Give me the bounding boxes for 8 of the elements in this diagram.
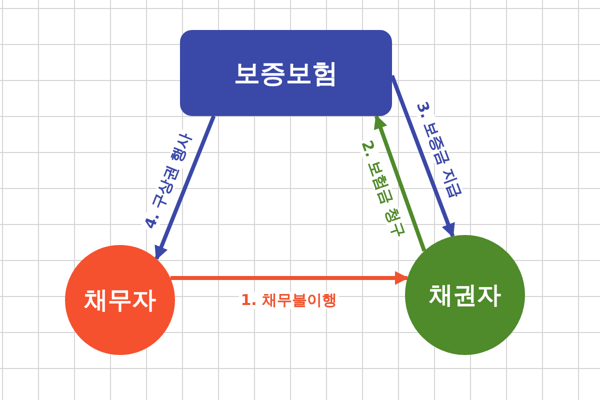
party-circle: 채권자 xyxy=(405,235,525,355)
edge-label: 1. 채무불이행 xyxy=(238,292,340,308)
party-circle: 채무자 xyxy=(65,245,175,355)
insurer-box: 보증보험 xyxy=(180,30,392,116)
arrow xyxy=(154,115,216,260)
arrow xyxy=(390,74,455,238)
arrow xyxy=(374,114,426,252)
arrow xyxy=(170,271,409,285)
